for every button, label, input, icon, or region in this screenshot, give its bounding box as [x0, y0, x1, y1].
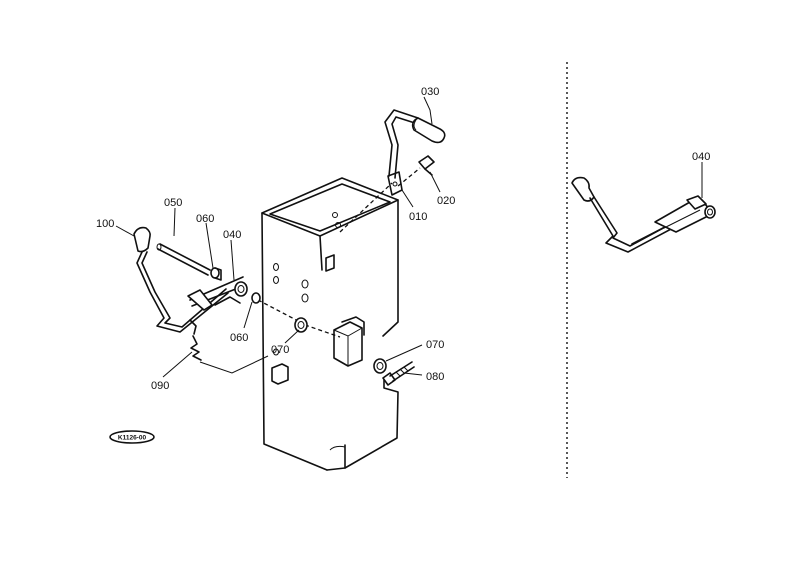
shift-lever	[136, 251, 248, 333]
collar-060-lower	[251, 292, 261, 304]
leader-lines	[115, 96, 703, 378]
label-040-detail: 040	[692, 151, 710, 163]
label-100: 100	[96, 218, 114, 230]
washer-070-right	[373, 358, 387, 374]
label-060-lower: 060	[230, 332, 248, 344]
pin-050	[156, 243, 211, 276]
bolt-020	[418, 155, 435, 176]
label-010: 010	[409, 211, 427, 223]
label-030: 030	[421, 86, 439, 98]
diagram-code: K1126-00	[118, 435, 147, 442]
label-090: 090	[151, 380, 169, 392]
spring-090	[189, 319, 269, 374]
diagram-code-badge: K1126-00	[109, 430, 155, 444]
label-020: 020	[437, 195, 455, 207]
label-050: 050	[164, 197, 182, 209]
bolt-080	[382, 361, 415, 386]
label-080: 080	[426, 371, 444, 383]
label-060-upper: 060	[196, 213, 214, 225]
label-070-center: 070	[271, 344, 289, 356]
knob-100	[133, 226, 151, 253]
part-labels: 030 020 010 100 050 060 040 060 070 070 …	[96, 86, 710, 392]
label-070-right: 070	[426, 339, 444, 351]
label-040-main: 040	[223, 229, 241, 241]
collar-060-upper	[210, 267, 222, 281]
housing-box	[261, 177, 399, 471]
washer-070-center	[294, 317, 308, 333]
lever-040-detail	[571, 176, 716, 253]
knob-030	[411, 117, 446, 144]
